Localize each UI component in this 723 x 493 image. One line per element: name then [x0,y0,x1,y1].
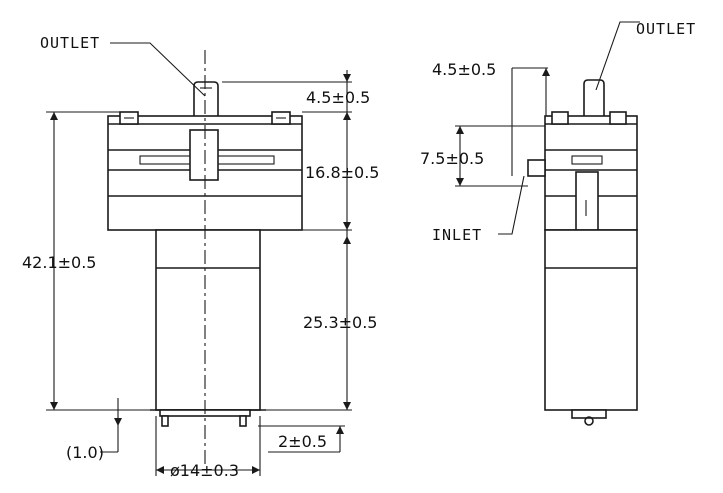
dim-label-inlet-height: 7.5±0.5 [420,149,484,168]
side-outlet-callout: OUTLET [595,20,696,91]
dim-label-terminal-height: 2±0.5 [278,432,327,451]
front-motor-body [155,229,261,411]
front-center-block [189,129,219,181]
dim-label-motor-diameter: ø14±0.3 [170,461,239,480]
dim-motor-diameter: ø14±0.3 [155,416,261,480]
dim-bottom-offset: (1.0) [66,398,122,462]
front-outlet-nozzle [193,81,219,108]
inlet-callout: INLET [432,175,525,244]
side-motor-body [544,229,638,411]
side-view [527,79,638,426]
dim-label-bottom-offset: (1.0) [66,443,104,462]
dim-label-motor-height: 25.3±0.5 [303,313,377,332]
dim-motor-height: 25.3±0.5 [266,230,377,411]
dim-side-outlet-height: 4.5±0.5 [432,60,550,176]
dim-total-height: 42.1±0.5 [22,111,150,411]
dim-terminal-height: 2±0.5 [258,425,345,453]
dim-inlet-height: 7.5±0.5 [420,125,545,187]
side-center-block [575,171,599,231]
dim-label-side-outlet: 4.5±0.5 [432,60,496,79]
front-view [107,50,303,465]
side-inlet-nipple [527,159,546,177]
inlet-label: INLET [432,226,482,244]
side-outlet-nozzle [583,79,605,108]
dim-label-head-height: 16.8±0.5 [305,163,379,182]
dim-label-front-outlet: 4.5±0.5 [306,88,370,107]
dim-front-outlet-height: 4.5±0.5 [222,70,370,120]
dim-head-height: 16.8±0.5 [302,112,379,231]
front-outlet-label: OUTLET [40,34,100,52]
side-outlet-label: OUTLET [636,20,696,38]
dim-label-total-height: 42.1±0.5 [22,253,96,272]
front-outlet-callout: OUTLET [40,34,206,97]
